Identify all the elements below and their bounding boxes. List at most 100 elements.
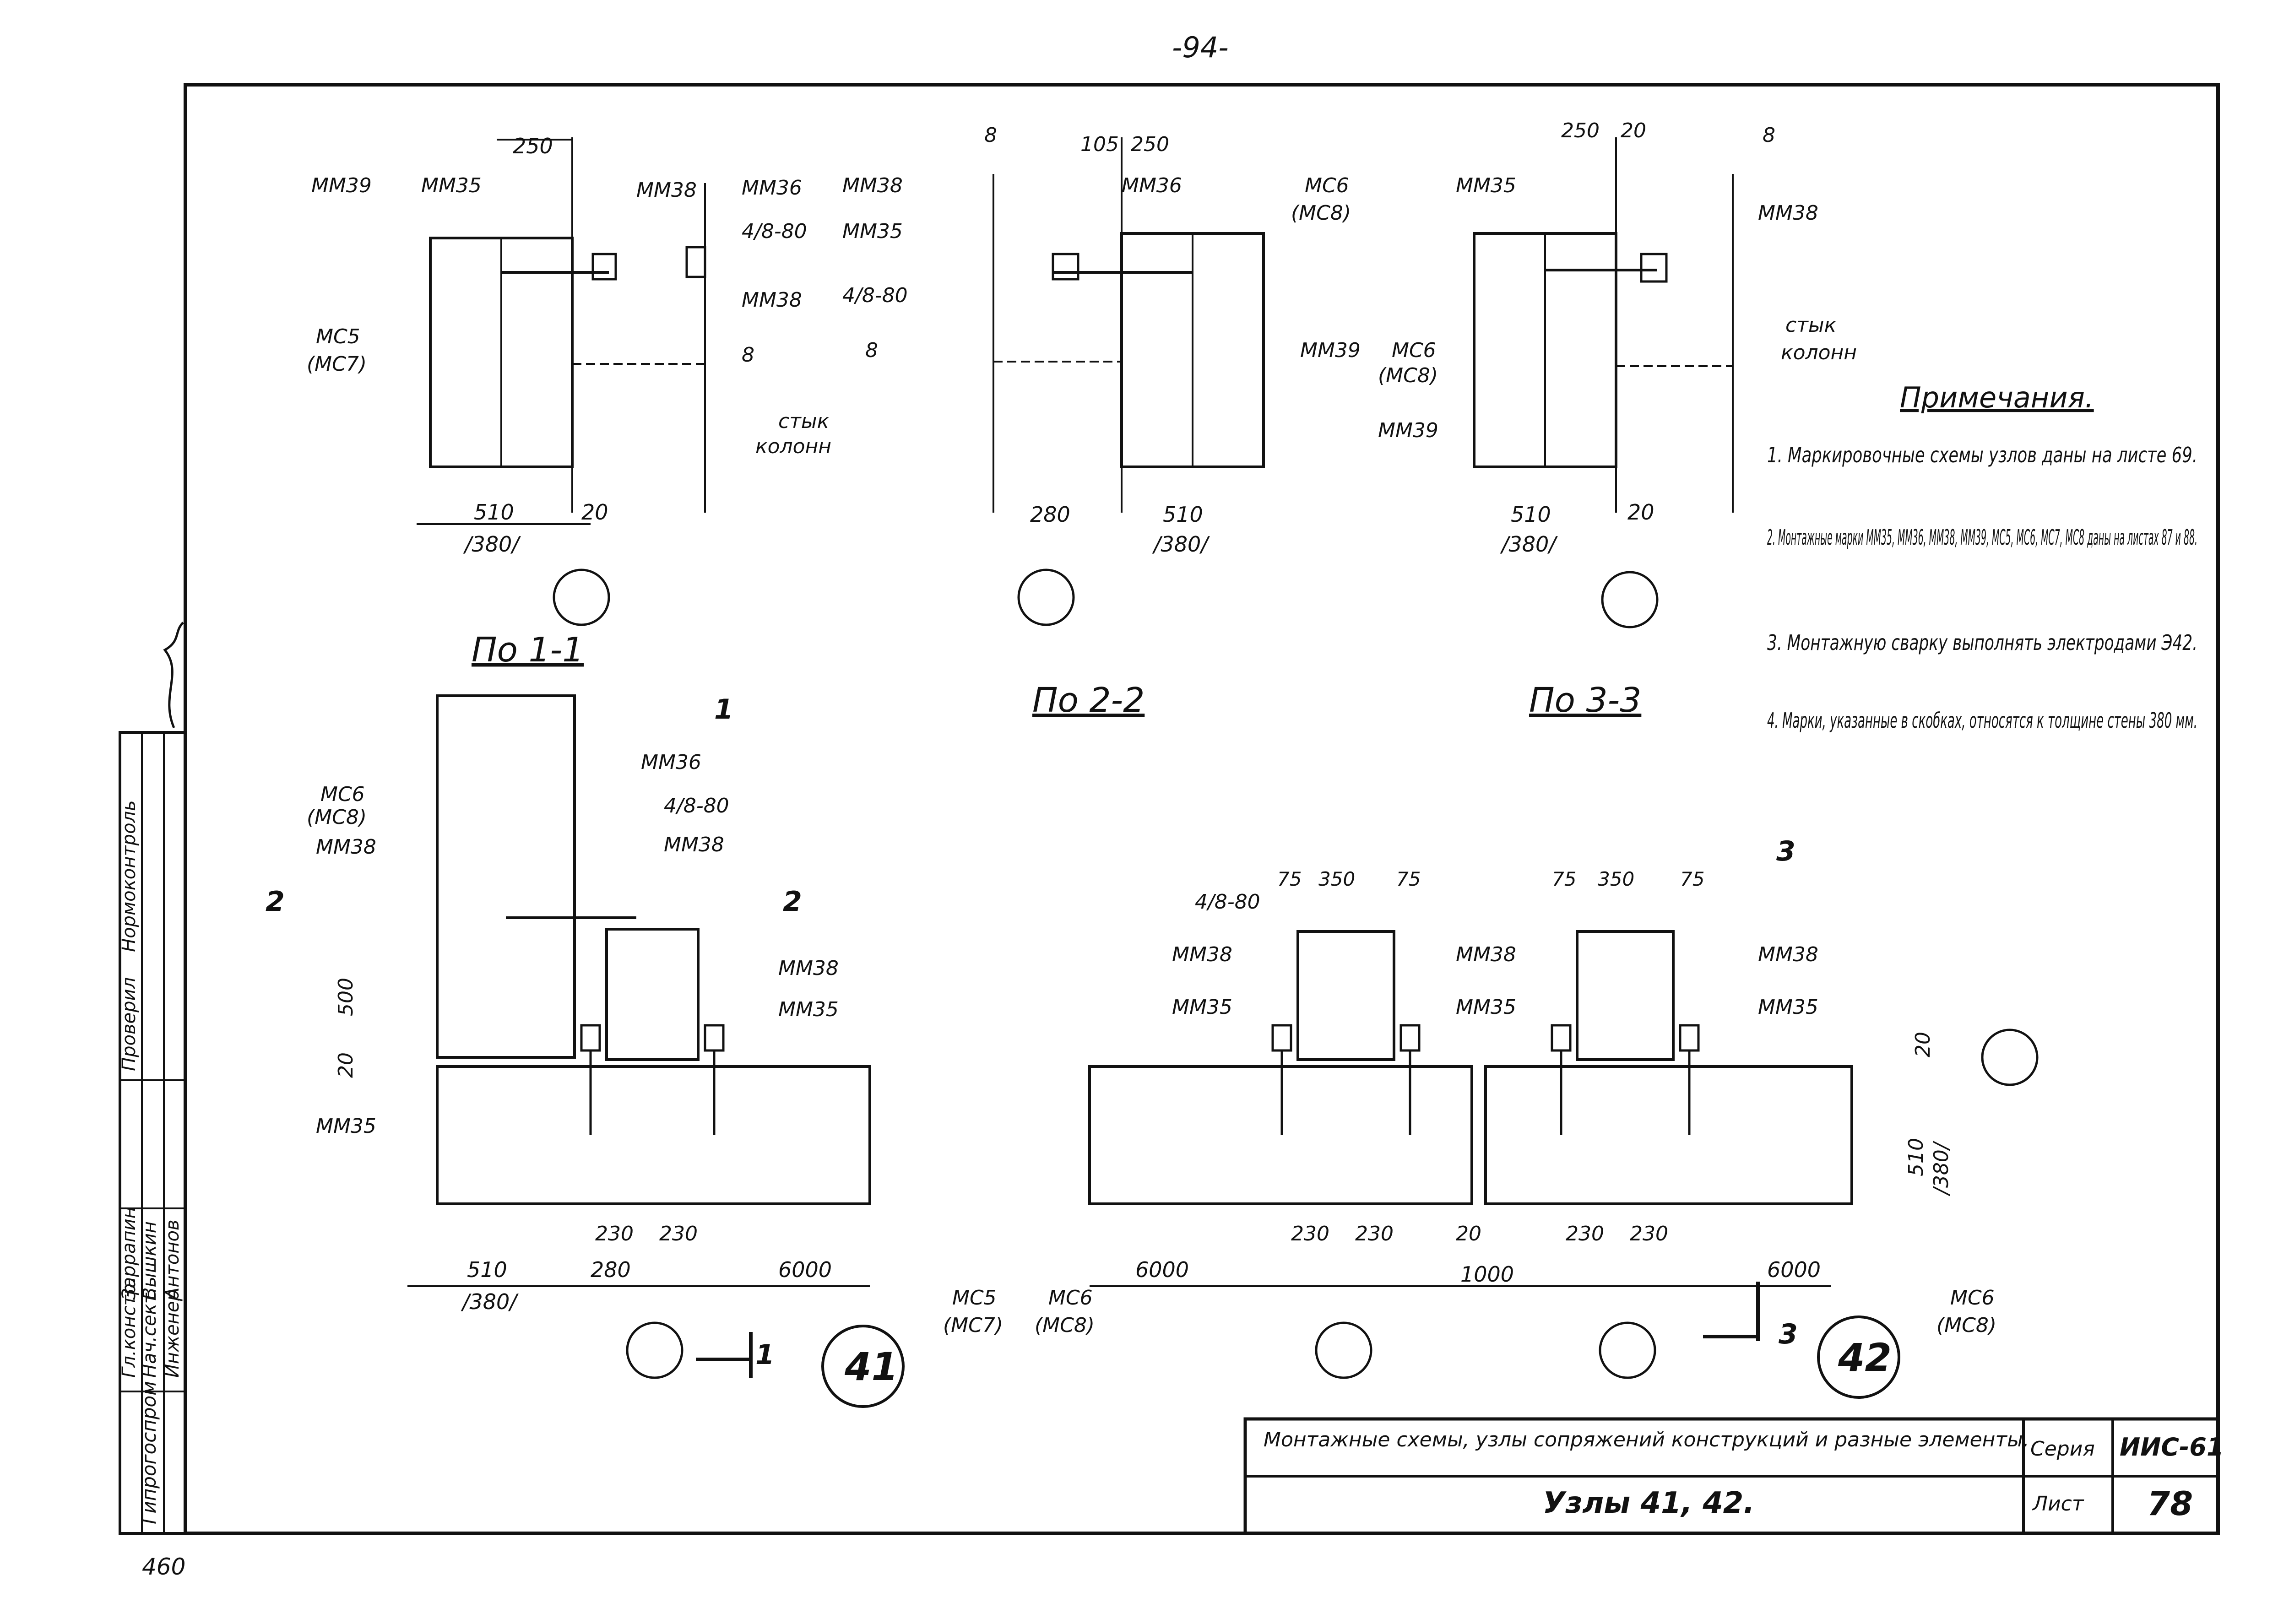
label-mm35: ММ35 (1456, 174, 1516, 197)
dim-230-d: 230 (1630, 1222, 1668, 1245)
section-title-3: По 3-3 (1529, 681, 1641, 720)
dim-230-b: 230 (659, 1222, 698, 1245)
dim-75-a: 75 (1277, 868, 1302, 890)
label-mc6-b: МС6 (1950, 1286, 1995, 1310)
note-1: 1. Маркировочные схемы узлов даны на лис… (1767, 443, 2197, 467)
sheet-frame (184, 83, 2220, 1535)
label-mm38-a: ММ38 (1172, 943, 1232, 966)
dim-380: /380/ (463, 532, 521, 557)
node-42-plan: 42 3 3 4/8-80 ММ38 ММ35 ММ38 ММ35 ММ38 М… (1035, 835, 2039, 1399)
node-41-label: 41 (844, 1344, 898, 1389)
section-mark-2-right: 2 (783, 886, 802, 918)
dim-230-a: 230 (595, 1222, 634, 1245)
label-mm39: ММ39 (311, 174, 372, 197)
dim-510: 510 (1163, 502, 1203, 527)
dim-105: 105 (1080, 133, 1119, 156)
dim-510-v: 510 (1904, 1138, 1928, 1176)
note-2: 2. Монтажные марки ММ35, ММ36, ММ38, ММ3… (1767, 525, 2197, 550)
section-mark-3-top: 3 (1776, 835, 1795, 867)
sheet-value: 78 (2147, 1484, 2193, 1523)
drawing-title: Узлы 41, 42. (1543, 1486, 1755, 1520)
note-4: 4. Марки, указанные в скобках, относятся… (1767, 708, 2197, 733)
signature (163, 622, 184, 728)
stamp-name-3: Антонов (162, 1220, 183, 1302)
label-mm35: ММ35 (778, 998, 839, 1021)
label-mm38: ММ38 (1758, 201, 1818, 225)
label-mc8: (МС8) (1291, 201, 1351, 225)
node-41-bubble (821, 1325, 905, 1408)
title-description: Монтажные схемы, узлы сопряжений констру… (1264, 1428, 2029, 1451)
label-mm39: ММ39 (1300, 339, 1361, 362)
stamp-org: Гипрогоспром (138, 1381, 160, 1524)
grid-axis-bubble (1981, 1029, 2039, 1086)
label-mm36: ММ36 (1122, 174, 1182, 197)
stamp-strip: Гипрогоспром Гл.констр. Нач.сект. Инжене… (119, 622, 187, 1535)
stamp-role-3: Инженер (162, 1289, 183, 1378)
dim-380: /380/ (1500, 532, 1558, 557)
section-mark-1-bottom: 1 (755, 1339, 775, 1371)
dim-6000-a: 6000 (1135, 1257, 1189, 1282)
label-mm38-c: ММ38 (1758, 943, 1818, 966)
section-title-2: По 2-2 (1032, 681, 1144, 720)
label-mm36: ММ36 (742, 176, 802, 200)
dim-350-a: 350 (1318, 868, 1355, 890)
label-joint-1: стык (1785, 314, 1837, 337)
label-mc5: МС5 (952, 1286, 997, 1310)
label-mc8: (МС8) (307, 806, 367, 829)
label-mm39: ММ39 (1378, 419, 1438, 442)
dim-510: 510 (467, 1257, 507, 1282)
label-mc8-a: (МС8) (1035, 1314, 1095, 1337)
dim-250: 250 (1131, 133, 1169, 156)
label-mm38: ММ38 (316, 835, 376, 859)
label-mc6: МС6 (1305, 174, 1349, 197)
dim-20: 20 (581, 500, 608, 525)
grid-axis-bubble (1599, 1321, 1656, 1379)
stamp-name-1: Заррапин (119, 1207, 140, 1300)
dim-75-c: 75 (1552, 868, 1576, 890)
label-weld: 4/8-80 (842, 284, 908, 307)
dim-510: 510 (474, 500, 514, 525)
dim-350-b: 350 (1598, 868, 1634, 890)
dim-380: /380/ (461, 1289, 519, 1314)
grid-axis-bubble (553, 568, 610, 626)
label-mc8: (МС8) (1378, 364, 1438, 387)
label-weld: 4/8-80 (742, 220, 807, 243)
label-mm35-b: ММ35 (1456, 996, 1516, 1019)
label-weld: 4/8-80 (1195, 890, 1260, 914)
node-41-plan: 41 2 2 1 1 500 20 230 230 510 /380/ 280 … (266, 693, 1003, 1408)
dim-6000-b: 6000 (1767, 1257, 1821, 1282)
label-mm38: ММ38 (842, 174, 903, 197)
label-mc7: (МС7) (943, 1314, 1003, 1337)
section-mark-1-top: 1 (714, 693, 733, 725)
grid-axis-bubble (1017, 568, 1075, 626)
label-mm38-c: ММ38 (778, 957, 839, 980)
dim-230-c: 230 (1566, 1222, 1604, 1245)
node-42-label: 42 (1838, 1335, 1892, 1380)
dim-75-d: 75 (1680, 868, 1704, 890)
stamp-role-1: Гл.констр. (119, 1278, 140, 1378)
dim-280: 280 (1030, 502, 1070, 527)
stamp-check: Проверил (119, 977, 140, 1071)
label-mm35: ММ35 (842, 220, 903, 243)
dim-230-a: 230 (1291, 1222, 1329, 1245)
dim-6000: 6000 (778, 1257, 832, 1282)
view-section-2-2: 105 250 8 280 510 /380/ ММ38 ММ35 4/8-80… (755, 124, 1361, 626)
label-mc8-b: (МС8) (1936, 1314, 1996, 1337)
dim-8: 8 (984, 124, 997, 147)
dim-380-v: /380/ (1930, 1141, 1953, 1196)
dim-230-b: 230 (1355, 1222, 1394, 1245)
notes: Примечания. 1. Маркировочные схемы узлов… (1767, 381, 2197, 733)
section-mark-2-left: 2 (266, 886, 285, 918)
stamp-name-2: Вышкин (139, 1221, 160, 1300)
dim-280: 280 (591, 1257, 631, 1282)
label-mm35-c: ММ35 (1758, 996, 1818, 1019)
label-mm36: ММ36 (641, 751, 701, 774)
series-value: ИИС-61 (2120, 1433, 2224, 1462)
section-title-1: По 1-1 (472, 630, 584, 670)
label-joint-2: колонн (1781, 341, 1857, 364)
series-label: Серия (2030, 1437, 2095, 1461)
section-mark-3-bottom: 3 (1779, 1318, 1798, 1350)
dim-1000: 1000 (1460, 1262, 1514, 1287)
